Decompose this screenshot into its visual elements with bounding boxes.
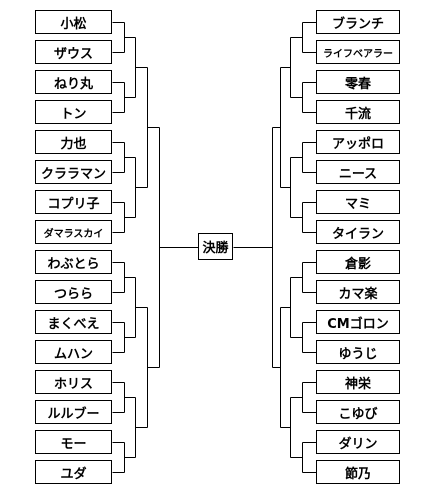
- right-entry-1: ブランチ: [316, 10, 400, 34]
- left-entry-8: ダマラスカイ: [35, 220, 112, 244]
- right-entry-9: 倉影: [316, 250, 400, 274]
- left-entry-4: トン: [35, 100, 112, 124]
- left-entry-2: ザウス: [35, 40, 112, 64]
- right-entry-11: CMゴロン: [316, 310, 400, 334]
- right-entry-15: ダリン: [316, 430, 400, 454]
- right-entry-14: こゆび: [316, 400, 400, 424]
- left-entry-6: クララマン: [35, 160, 112, 184]
- right-entry-10: カマ楽: [316, 280, 400, 304]
- right-entry-3: 零春: [316, 70, 400, 94]
- left-entry-16: ユダ: [35, 460, 112, 484]
- left-entry-3: ねり丸: [35, 70, 112, 94]
- right-entry-16: 節乃: [316, 460, 400, 484]
- left-entry-12: ムハン: [35, 340, 112, 364]
- left-entry-15: モー: [35, 430, 112, 454]
- left-entry-10: つらら: [35, 280, 112, 304]
- left-entry-13: ホリス: [35, 370, 112, 394]
- left-entry-11: まくべえ: [35, 310, 112, 334]
- right-entry-12: ゆうじ: [316, 340, 400, 364]
- left-entry-1: 小松: [35, 10, 112, 34]
- left-entry-14: ルルブー: [35, 400, 112, 424]
- right-entry-5: アッポロ: [316, 130, 400, 154]
- right-entry-4: 千流: [316, 100, 400, 124]
- left-entry-5: 力也: [35, 130, 112, 154]
- right-entry-2: ライフベアラー: [316, 40, 400, 64]
- right-entry-6: ニース: [316, 160, 400, 184]
- right-entry-8: タイラン: [316, 220, 400, 244]
- final-label: 決勝: [198, 233, 233, 260]
- right-entry-13: 神栄: [316, 370, 400, 394]
- left-entry-7: コプリ子: [35, 190, 112, 214]
- left-entry-9: わぶとら: [35, 250, 112, 274]
- right-entry-7: マミ: [316, 190, 400, 214]
